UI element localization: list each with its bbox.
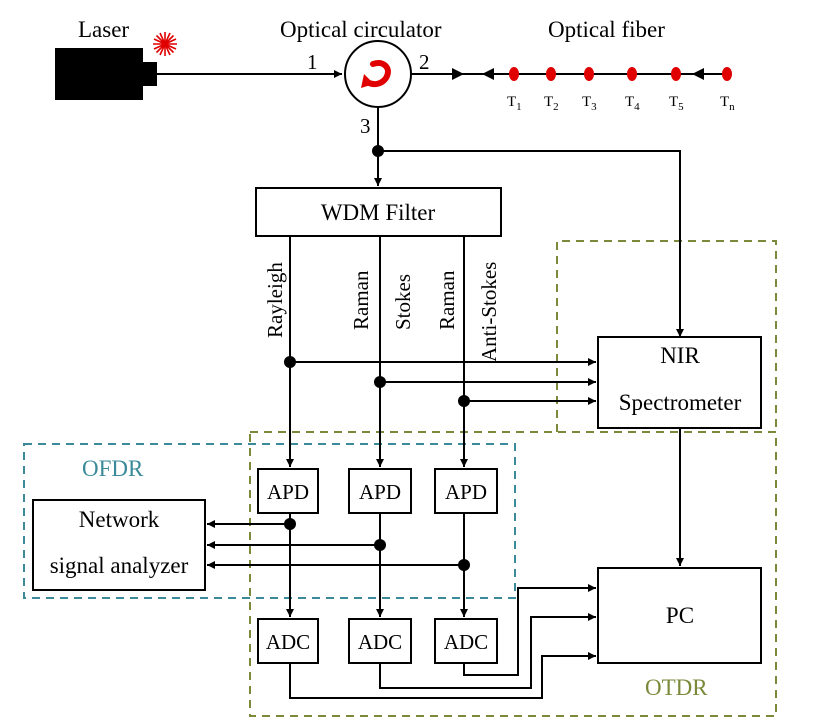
raman-antistokes-label-2: Raman [435, 270, 459, 330]
wdm-filter-box [255, 187, 502, 237]
ofdr-label: OFDR [82, 456, 144, 481]
port-2-label: 2 [419, 50, 430, 74]
adc-label-3: ADC [444, 630, 488, 654]
fiber-reflection-arrow-2 [482, 68, 494, 80]
fiber-reflection-arrow-1 [452, 68, 464, 80]
antistokes-label: Anti-Stokes [477, 262, 501, 362]
nir-spectrometer-box [597, 336, 762, 429]
apd-label-2: APD [359, 480, 401, 504]
apd-box-1 [257, 468, 319, 514]
fbg-sensor-2 [546, 67, 556, 81]
circulator-label: Optical circulator [280, 17, 442, 42]
sensor-label-4: T4 [625, 94, 640, 113]
laser-icon [55, 48, 157, 100]
otdr-region-upper [556, 240, 777, 432]
apd-box-3 [434, 468, 498, 514]
otdr-region [249, 431, 777, 717]
adc-label-2: ADC [358, 630, 402, 654]
sensor-label-1: T1 [507, 94, 522, 113]
fbg-sensor-1 [509, 67, 519, 81]
port-3-label: 3 [360, 114, 371, 138]
sensor-label-5: T5 [669, 94, 684, 113]
apd-box-2 [348, 468, 412, 514]
fbg-sensor-n [722, 67, 732, 81]
wdm-filter-label: WDM Filter [321, 200, 436, 225]
fiber-label: Optical fiber [548, 17, 665, 42]
optical-circulator [344, 40, 412, 108]
rayleigh-label: Rayleigh [263, 262, 287, 338]
pc-label: PC [666, 603, 694, 628]
network-label-line2: signal analyzer [50, 553, 189, 578]
nir-label-line1: NIR [660, 343, 700, 368]
otdr-label: OTDR [645, 675, 708, 700]
adc1-to-pc-line [289, 652, 596, 699]
laser-emission-icon [153, 32, 177, 56]
circulator-arrow-icon [361, 60, 391, 88]
apd-label-3: APD [445, 480, 487, 504]
network-label-line1: Network [79, 507, 160, 532]
fbg-sensor-3 [584, 67, 594, 81]
adc-box-3 [434, 618, 498, 664]
adc-box-1 [257, 618, 319, 664]
fbg-sensors [509, 67, 732, 81]
adc2-to-pc-line [379, 613, 596, 689]
fiber-reflection-arrow-3 [692, 68, 704, 80]
nir-label-line2: Spectrometer [619, 390, 742, 415]
network-analyzer-box [32, 499, 206, 591]
adc3-to-pc-line [463, 584, 596, 676]
port-1-label: 1 [307, 50, 318, 74]
sensor-label-2: T2 [544, 94, 559, 113]
fbg-sensor-4 [627, 67, 637, 81]
pc-box [597, 567, 762, 664]
port3-to-nir-line [378, 150, 684, 337]
laser-label: Laser [78, 17, 129, 42]
sensor-label-3: T3 [582, 94, 597, 113]
raman-stokes-label-1: Raman [349, 270, 373, 330]
sensor-label-n: Tn [720, 94, 735, 113]
adc-label-1: ADC [266, 630, 310, 654]
apd-label-1: APD [267, 480, 309, 504]
ofdr-region [23, 443, 516, 599]
fbg-sensor-5 [671, 67, 681, 81]
stokes-label: Stokes [391, 274, 415, 330]
